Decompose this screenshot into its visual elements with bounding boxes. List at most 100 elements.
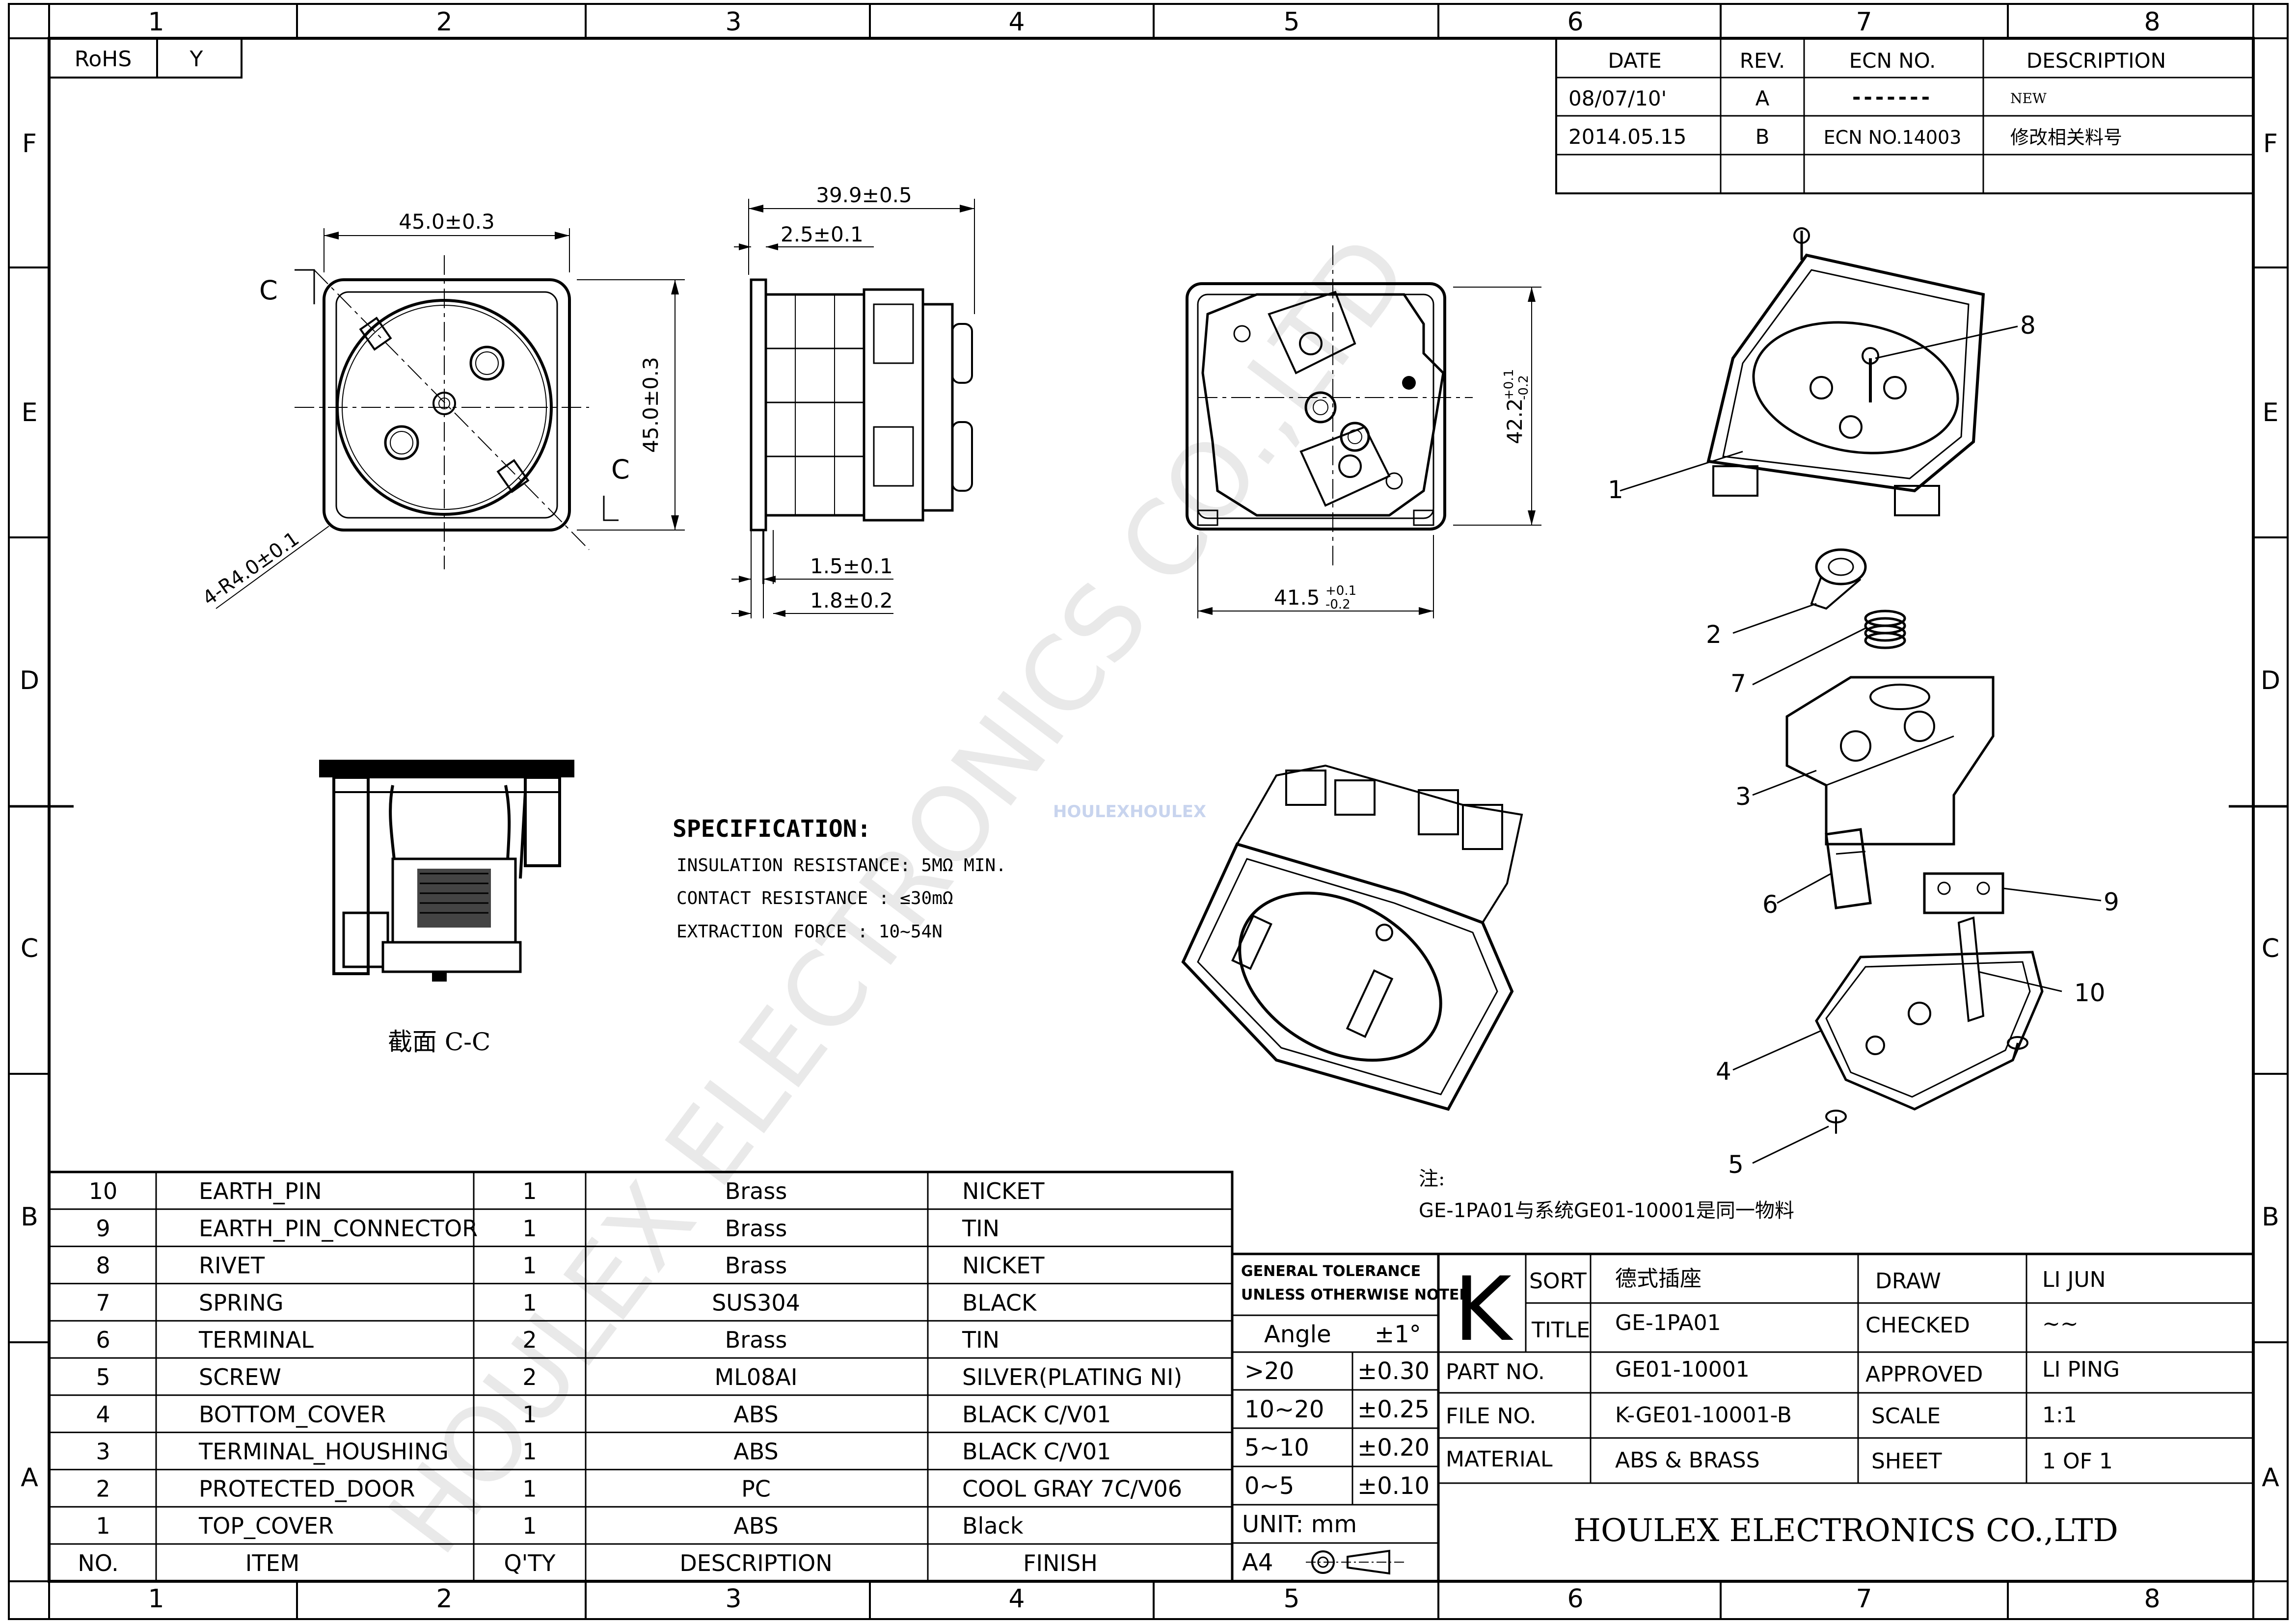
tolerance-angle-label: Angle: [1264, 1321, 1331, 1348]
column-label: 5: [1283, 7, 1299, 37]
bom-quantity: 1: [522, 1215, 537, 1242]
bom-item: BOTTOM_COVER: [199, 1401, 386, 1428]
specification-title: SPECIFICATION:: [673, 815, 871, 843]
front-view: C C 45.0±0.3 45.0±0.3 4-R4.0±0.1: [198, 210, 685, 610]
part-number-label: PART NO.: [1446, 1359, 1545, 1384]
column-label: 6: [1567, 1584, 1583, 1614]
row-label: C: [21, 934, 38, 963]
column-label: 7: [1856, 1584, 1872, 1614]
tolerance-range: 0~5: [1244, 1472, 1294, 1500]
title-block: K SORT 德式插座 TITLE GE-1PA01 PART NO. GE01…: [1437, 1252, 2255, 1583]
column-labels: 1 2 3 4 5 6 7 8 1 2 3 4 5 6 7 8: [148, 7, 2160, 1614]
note-text: GE-1PA01与系统GE01-10001是同一物料: [1419, 1199, 1794, 1222]
column-label: 1: [148, 7, 164, 37]
section-mark-top: C: [259, 275, 278, 306]
tolerance-title-line1: GENERAL TOLERANCE: [1241, 1263, 1421, 1280]
rev-letter: B: [1756, 125, 1770, 149]
company-logo: K: [1454, 1258, 1513, 1361]
callout-4: 4: [1716, 1057, 1731, 1086]
material-value: ABS & BRASS: [1615, 1448, 1760, 1473]
bom-description: Brass: [725, 1178, 787, 1204]
side-dim-b: 1.8±0.2: [810, 588, 893, 612]
row-label: F: [2263, 129, 2278, 159]
bom-item: EARTH_PIN_CONNECTOR: [199, 1215, 478, 1242]
tolerance-value: ±0.10: [1357, 1472, 1430, 1500]
bom-description: Brass: [725, 1252, 787, 1279]
front-radius-dimension: 4-R4.0±0.1: [198, 527, 303, 610]
bom-finish: TIN: [962, 1215, 999, 1242]
company-name: HOULEX ELECTRONICS CO.,LTD: [1573, 1513, 2118, 1549]
bom-item: TOP_COVER: [198, 1513, 334, 1539]
bom-finish: TIN: [962, 1327, 999, 1353]
file-number-label: FILE NO.: [1446, 1404, 1536, 1429]
bom-number: 5: [96, 1364, 110, 1390]
rev-description: NEW: [2010, 90, 2047, 106]
rev-ecn: -------: [1852, 85, 1933, 109]
callout-6: 6: [1762, 890, 1778, 919]
rev-date: 08/07/10': [1568, 86, 1667, 110]
draw-label: DRAW: [1875, 1269, 1941, 1294]
rev-header-ecn: ECN NO.: [1849, 49, 1936, 73]
bom-quantity: 1: [522, 1252, 537, 1279]
rev-header-description: DESCRIPTION: [2026, 49, 2166, 73]
rear-view: 42.2 +0.1 -0.2 41.5 +0.1 -0.2: [1186, 245, 1541, 618]
bom-description: Brass: [725, 1327, 787, 1353]
bom-finish: BLACK C/V01: [962, 1438, 1111, 1465]
approved-value: LI PING: [2042, 1357, 2120, 1382]
row-label: A: [2262, 1463, 2279, 1492]
row-label: D: [20, 666, 39, 695]
bom-item: TERMINAL: [198, 1327, 314, 1353]
row-label: D: [2261, 666, 2280, 695]
bom-finish: NICKET: [962, 1252, 1045, 1279]
sheet-label: SHEET: [1871, 1449, 1942, 1474]
column-label: 2: [436, 1584, 452, 1614]
title-value: GE-1PA01: [1615, 1310, 1721, 1335]
scale-label: SCALE: [1871, 1404, 1941, 1429]
bom-item: TERMINAL_HOUSHING: [198, 1438, 449, 1465]
bom-description: ABS: [733, 1401, 778, 1428]
bom-description: ML08AI: [715, 1364, 798, 1390]
bom-finish: BLACK: [962, 1289, 1037, 1316]
section-view: 截面 C-C: [319, 760, 574, 1056]
tolerance-unit: UNIT: mm: [1242, 1511, 1357, 1538]
callout-2: 2: [1706, 620, 1722, 649]
specification-line: EXTRACTION FORCE : 10~54N: [676, 922, 943, 942]
section-mark-bottom: C: [611, 454, 630, 485]
bom-header: NO.: [78, 1550, 118, 1576]
bom-item: SCREW: [199, 1364, 281, 1390]
bom-finish: Black: [962, 1513, 1024, 1539]
tolerance-range: 5~10: [1244, 1434, 1309, 1462]
watermark-small: HOULEXHOULEX: [1053, 802, 1206, 822]
callout-1: 1: [1608, 476, 1623, 504]
approved-label: APPROVED: [1865, 1362, 1983, 1387]
rev-date: 2014.05.15: [1568, 125, 1686, 149]
bom-header: FINISH: [1023, 1550, 1098, 1576]
rev-header-date: DATE: [1608, 49, 1661, 73]
front-width-dimension: 45.0±0.3: [399, 210, 495, 234]
exploded-view: 1 2 3 4 5 6 7 8 9 10: [1608, 227, 2119, 1179]
callout-8: 8: [2020, 311, 2036, 340]
bom-number: 8: [96, 1252, 110, 1279]
column-label: 3: [725, 7, 741, 37]
bom-number: 3: [96, 1438, 110, 1465]
sheet-value: 1 OF 1: [2042, 1449, 2113, 1474]
rev-ecn: ECN NO.14003: [1824, 127, 1962, 148]
bom-description: SUS304: [712, 1289, 800, 1316]
column-label: 6: [1567, 7, 1583, 37]
row-label: B: [21, 1202, 38, 1232]
bom-description: PC: [741, 1475, 771, 1502]
material-label: MATERIAL: [1446, 1447, 1553, 1472]
callout-10: 10: [2074, 979, 2106, 1007]
part-number-value: GE01-10001: [1615, 1357, 1750, 1382]
callout-9: 9: [2104, 888, 2119, 916]
bom-quantity: 1: [522, 1178, 537, 1204]
tolerance-value: ±0.20: [1357, 1434, 1430, 1462]
bom-quantity: 1: [522, 1438, 537, 1465]
side-flange-dimension: 2.5±0.1: [781, 222, 864, 246]
bom-number: 7: [96, 1289, 110, 1316]
callout-5: 5: [1728, 1150, 1744, 1179]
bom-number: 9: [96, 1215, 110, 1242]
specification-line: CONTACT RESISTANCE : ≤30mΩ: [676, 888, 953, 908]
file-number-value: K-GE01-10001-B: [1615, 1403, 1792, 1428]
